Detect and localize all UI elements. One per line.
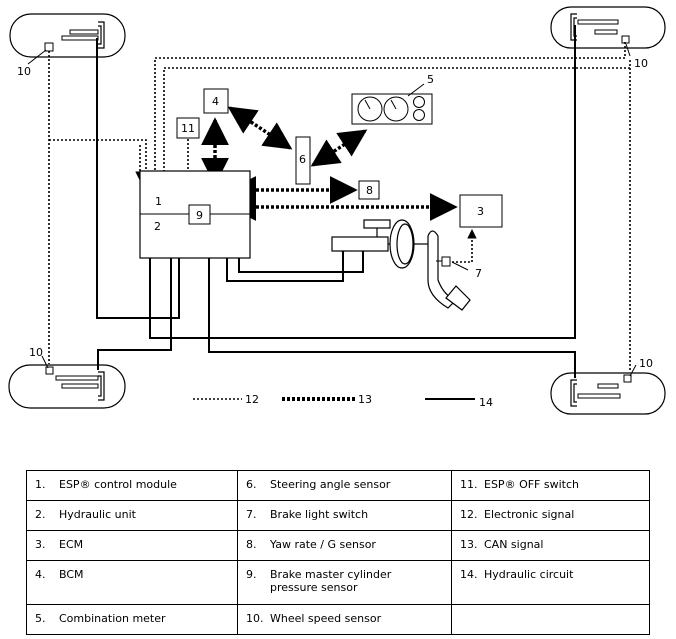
callout-10-front-left: 10 (17, 65, 31, 78)
wheel-speed-sensor-rl (45, 366, 54, 375)
legend-number: 10. (246, 612, 264, 625)
legend-label: ECM (59, 538, 84, 551)
yaw-rate-sensor-box (358, 180, 380, 200)
callout-6: 6 (299, 153, 306, 166)
legend-number: 8. (246, 538, 257, 551)
wheel-rear-left (8, 364, 126, 409)
callout-leaders (27, 43, 637, 377)
legend-number: 4. (35, 568, 46, 581)
callout-13: 13 (358, 393, 372, 406)
legend-label: ESP® control module (59, 478, 177, 491)
legend-cell: 1. ESP® control module (26, 470, 238, 501)
wheel-rear-right (550, 372, 666, 415)
legend-label: ESP® OFF switch (484, 478, 579, 491)
legend-cell (451, 604, 650, 635)
callout-12: 12 (245, 393, 259, 406)
legend-row: 2. Hydraulic unit 7. Brake light switch 12. E… (26, 500, 650, 531)
callout-4: 4 (212, 95, 219, 108)
legend-cell: 6. Steering angle sensor (237, 470, 452, 501)
legend-cell: 4. BCM (26, 560, 238, 605)
ecm-box (459, 194, 503, 228)
legend-cell: 3. ECM (26, 530, 238, 561)
legend-label: Combination meter (59, 612, 166, 625)
esp-off-switch-box (176, 117, 200, 139)
esp-system-diagram: 1 2 3 4 5 6 7 8 9 10 10 10 10 11 12 13 1… (8, 6, 666, 415)
legend-number: 12. (460, 508, 478, 521)
legend-label: Wheel speed sensor (270, 612, 382, 625)
can-signal-lines (201, 106, 458, 401)
callout-8: 8 (366, 184, 373, 197)
legend-number: 14. (460, 568, 478, 581)
wheel-front-right (550, 6, 666, 49)
brake-master-cylinder (331, 219, 428, 269)
callout-3: 3 (477, 205, 484, 218)
legend-label: Brake master cylinder pressure sensor (270, 568, 392, 594)
legend-table: 1. ESP® control module 6. Steering angle se… (26, 470, 650, 635)
legend-label: Electronic signal (484, 508, 575, 521)
legend-number: 3. (35, 538, 46, 551)
legend-cell: 10. Wheel speed sensor (237, 604, 452, 635)
wheel-front-left (9, 13, 126, 58)
legend-label: BCM (59, 568, 84, 581)
legend-label: Brake light switch (270, 508, 369, 521)
legend-cell: 14. Hydraulic circuit (451, 560, 650, 605)
legend-label: CAN signal (484, 538, 544, 551)
callout-1: 1 (155, 195, 162, 208)
callout-2: 2 (154, 220, 161, 233)
legend-number: 5. (35, 612, 46, 625)
legend-row: 4. BCM 9. Brake master cylinder pressure se… (26, 560, 650, 605)
combination-meter (351, 93, 433, 125)
steering-angle-sensor-box (295, 136, 311, 185)
callout-5: 5 (427, 73, 434, 86)
wheel-speed-sensor-fl (44, 42, 54, 52)
legend-row: 3. ECM 8. Yaw rate / G sensor 13. CAN signal (26, 530, 650, 561)
wheel-speed-sensor-rr (623, 374, 632, 383)
legend-label: Steering angle sensor (270, 478, 391, 491)
legend-cell: 5. Combination meter (26, 604, 238, 635)
callout-10-rear-right: 10 (639, 357, 653, 370)
bcm-box (203, 88, 229, 114)
legend-cell: 8. Yaw rate / G sensor (237, 530, 452, 561)
legend-cell: 12. Electronic signal (451, 500, 650, 531)
electronic-signal-lines (48, 42, 631, 400)
legend-cell: 11. ESP® OFF switch (451, 470, 650, 501)
legend-number: 1. (35, 478, 46, 491)
legend-cell: 13. CAN signal (451, 530, 650, 561)
brake-pedal (427, 230, 471, 311)
legend-label: Hydraulic unit (59, 508, 136, 521)
callout-11: 11 (181, 122, 195, 135)
hydraulic-circuit-lines (96, 25, 576, 400)
legend-number: 9. (246, 568, 257, 581)
legend-cell: 7. Brake light switch (237, 500, 452, 531)
legend-number: 2. (35, 508, 46, 521)
legend-row: 1. ESP® control module 6. Steering angle se… (26, 470, 650, 501)
legend-number: 6. (246, 478, 257, 491)
callout-14: 14 (479, 396, 493, 409)
brake-light-switch (436, 256, 451, 267)
legend-number: 7. (246, 508, 257, 521)
wheel-speed-sensor-fr (621, 35, 630, 44)
legend-label: Hydraulic circuit (484, 568, 574, 581)
callout-10-front-right: 10 (634, 57, 648, 70)
callout-9: 9 (196, 209, 203, 222)
legend-cell: 9. Brake master cylinder pressure sensor (237, 560, 452, 605)
legend-body: 1. ESP® control module 6. Steering angle se… (26, 470, 650, 635)
bmc-pressure-sensor-box (188, 204, 211, 225)
callout-7: 7 (475, 267, 482, 280)
legend-row: 5. Combination meter 10. Wheel speed sensor (26, 604, 650, 635)
legend-number: 11. (460, 478, 478, 491)
legend-number: 13. (460, 538, 478, 551)
callout-10-rear-left: 10 (29, 346, 43, 359)
legend-label: Yaw rate / G sensor (270, 538, 376, 551)
legend-cell: 2. Hydraulic unit (26, 500, 238, 531)
